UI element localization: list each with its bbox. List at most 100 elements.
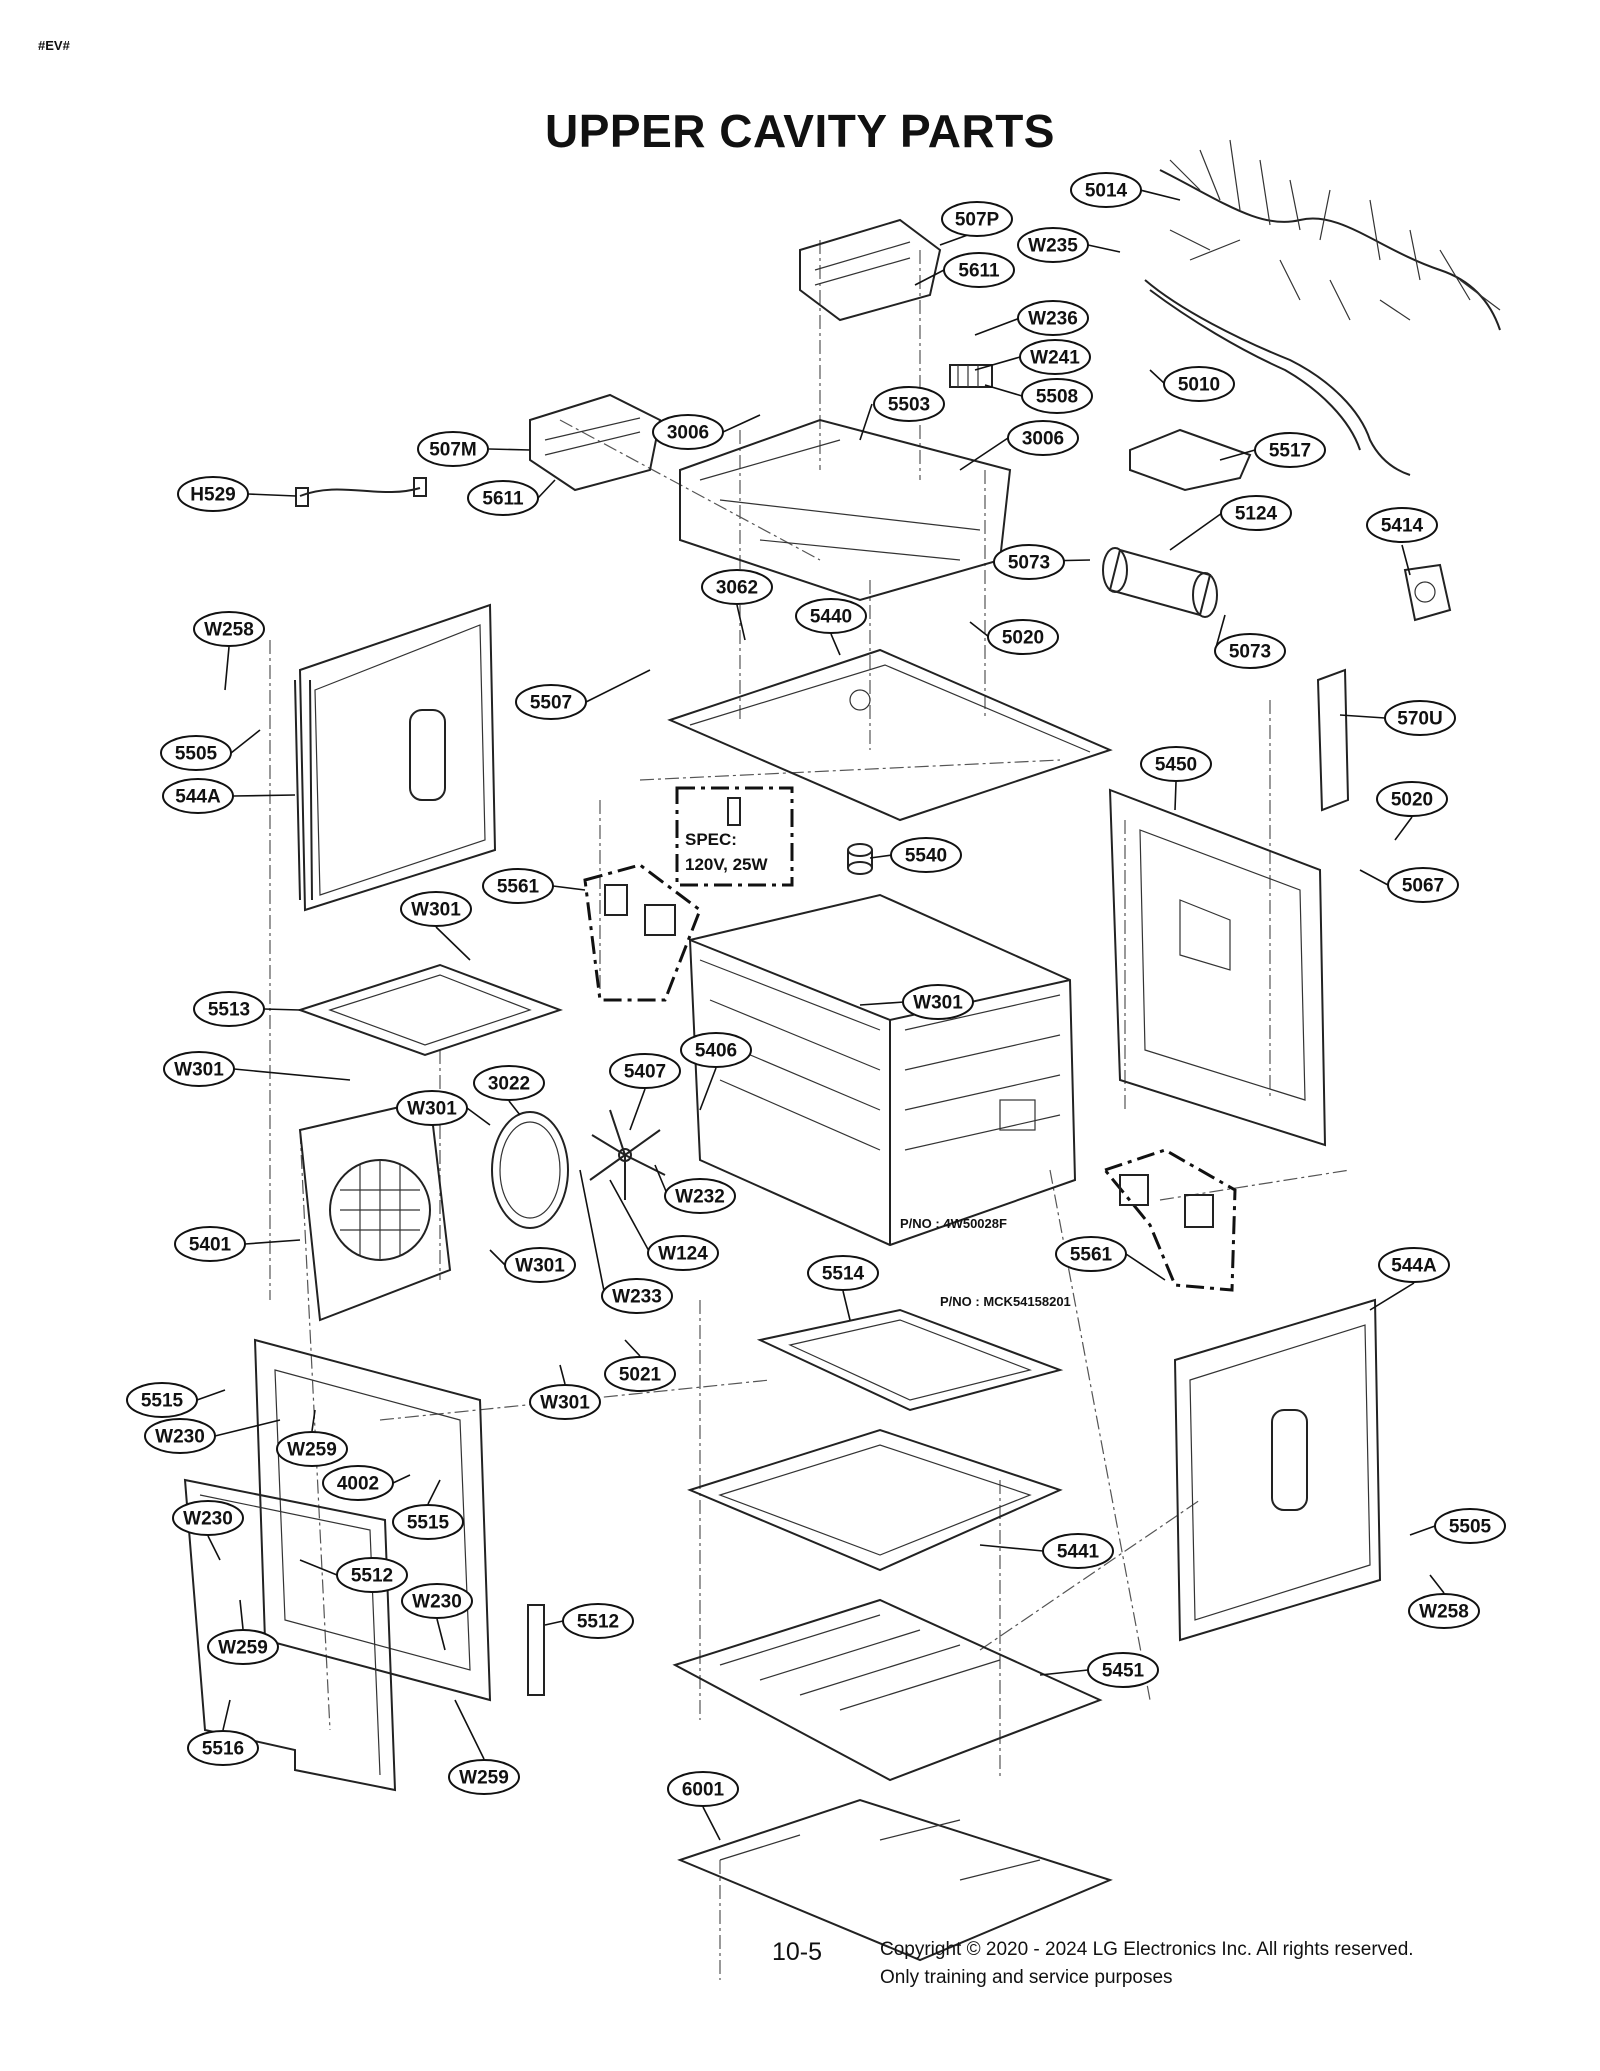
callout-label: 3006 <box>1022 429 1064 450</box>
callout-label: 5515 <box>141 1391 184 1412</box>
callout-label: 5451 <box>1102 1661 1145 1682</box>
callout-label: 5020 <box>1002 628 1044 649</box>
callout-w258: W258 <box>1408 1593 1480 1629</box>
wiring-harness-5014 <box>1159 139 1501 331</box>
callout-6001: 6001 <box>667 1771 739 1807</box>
callout-label: W258 <box>204 620 254 641</box>
callout-3062: 3062 <box>701 569 773 605</box>
callout-label: 5515 <box>407 1513 450 1534</box>
callout-label: 5512 <box>577 1612 619 1633</box>
callout-5020: 5020 <box>1376 781 1448 817</box>
callout-label: H529 <box>190 485 235 506</box>
spec-label: SPEC: <box>685 830 737 849</box>
callout-label: 5508 <box>1036 387 1078 408</box>
callout-label: 3006 <box>667 423 709 444</box>
callout-label: 5073 <box>1229 642 1271 663</box>
callout-label: 507P <box>955 210 1000 231</box>
callout-label: 5406 <box>695 1041 737 1062</box>
callout-label: 5516 <box>202 1739 244 1760</box>
callout-w301: W301 <box>396 1090 468 1126</box>
callout-label: 3022 <box>488 1074 530 1095</box>
part-number-b: P/NO : MCK54158201 <box>940 1294 1071 1309</box>
callout-label: 5450 <box>1155 755 1197 776</box>
callout-label: 5561 <box>497 877 540 898</box>
callout-5611: 5611 <box>467 480 539 516</box>
callout-label: 5507 <box>530 693 572 714</box>
callout-544a: 544A <box>1378 1247 1450 1283</box>
callout-label: 5020 <box>1391 790 1433 811</box>
callout-w230: W230 <box>144 1418 216 1454</box>
callout-w235: W235 <box>1017 227 1089 263</box>
wire-harness-5010 <box>1144 279 1411 476</box>
callout-label: 5540 <box>905 846 947 867</box>
callout-h529: H529 <box>177 476 249 512</box>
callout-label: 3062 <box>716 578 758 599</box>
rear-panel-5450 <box>1108 788 1327 1147</box>
callout-label: 6001 <box>682 1780 725 1801</box>
fan-cover-5401 <box>298 1098 452 1322</box>
bracket-507p <box>799 218 942 322</box>
fan-motor-5124 <box>1102 547 1218 618</box>
rack-5441 <box>687 1428 1063 1572</box>
callout-label: 5021 <box>619 1365 662 1386</box>
callout-label: W301 <box>407 1099 457 1120</box>
callout-label: 5517 <box>1269 441 1311 462</box>
callout-5561: 5561 <box>1055 1236 1127 1272</box>
callout-5505: 5505 <box>160 735 232 771</box>
callout-5503: 5503 <box>873 386 945 422</box>
callout-label: 5067 <box>1402 876 1444 897</box>
callout-label: W301 <box>515 1256 565 1277</box>
base-6001 <box>677 1798 1113 1962</box>
callout-5561: 5561 <box>482 868 554 904</box>
callout-w259: W259 <box>276 1431 348 1467</box>
callout-5451: 5451 <box>1087 1652 1159 1688</box>
callout-w233: W233 <box>601 1278 673 1314</box>
strip-5512 <box>527 1604 545 1696</box>
callout-label: 5014 <box>1085 181 1128 202</box>
bottom-plate-5451 <box>672 1598 1103 1782</box>
callout-5124: 5124 <box>1220 495 1292 531</box>
callout-label: 5513 <box>208 1000 250 1021</box>
callout-5540: 5540 <box>890 837 962 873</box>
callout-w259: W259 <box>448 1759 520 1795</box>
callout-label: W124 <box>658 1244 708 1265</box>
oven-cavity <box>688 893 1077 1247</box>
callout-w230: W230 <box>401 1583 473 1619</box>
front-frame <box>253 1338 492 1702</box>
callout-label: W259 <box>218 1638 268 1659</box>
callout-w241: W241 <box>1019 339 1091 375</box>
callout-label: 507M <box>429 440 477 461</box>
callout-label: 570U <box>1397 709 1442 730</box>
spec-bulb-box <box>675 786 794 887</box>
top-plate-5440 <box>667 648 1113 822</box>
callout-5014: 5014 <box>1070 172 1142 208</box>
callout-507p: 507P <box>941 201 1013 237</box>
callout-3022: 3022 <box>473 1065 545 1101</box>
callout-label: W233 <box>612 1287 662 1308</box>
callout-5020: 5020 <box>987 619 1059 655</box>
callout-5515: 5515 <box>392 1504 464 1540</box>
callout-5505: 5505 <box>1434 1508 1506 1544</box>
gasket-5516 <box>183 1478 397 1792</box>
element-3022 <box>491 1111 569 1229</box>
callout-5517: 5517 <box>1254 432 1326 468</box>
callout-570u: 570U <box>1384 700 1456 736</box>
callout-w258: W258 <box>193 611 265 647</box>
callout-5441: 5441 <box>1042 1533 1114 1569</box>
callout-label: W232 <box>675 1187 725 1208</box>
callout-5401: 5401 <box>174 1226 246 1262</box>
callout-w301: W301 <box>163 1051 235 1087</box>
callout-5067: 5067 <box>1387 867 1459 903</box>
leader-lines <box>196 189 1445 1841</box>
callout-label: W235 <box>1028 236 1078 257</box>
callout-label: W301 <box>540 1393 590 1414</box>
callout-label: W258 <box>1419 1602 1469 1623</box>
callout-5512: 5512 <box>336 1557 408 1593</box>
callout-w232: W232 <box>664 1178 736 1214</box>
callout-5507: 5507 <box>515 684 587 720</box>
copyright-line: Copyright © 2020 - 2024 LG Electronics I… <box>880 1939 1414 1960</box>
callout-label: 5407 <box>624 1062 666 1083</box>
callout-w301: W301 <box>529 1384 601 1420</box>
callout-label: 5414 <box>1381 516 1424 537</box>
